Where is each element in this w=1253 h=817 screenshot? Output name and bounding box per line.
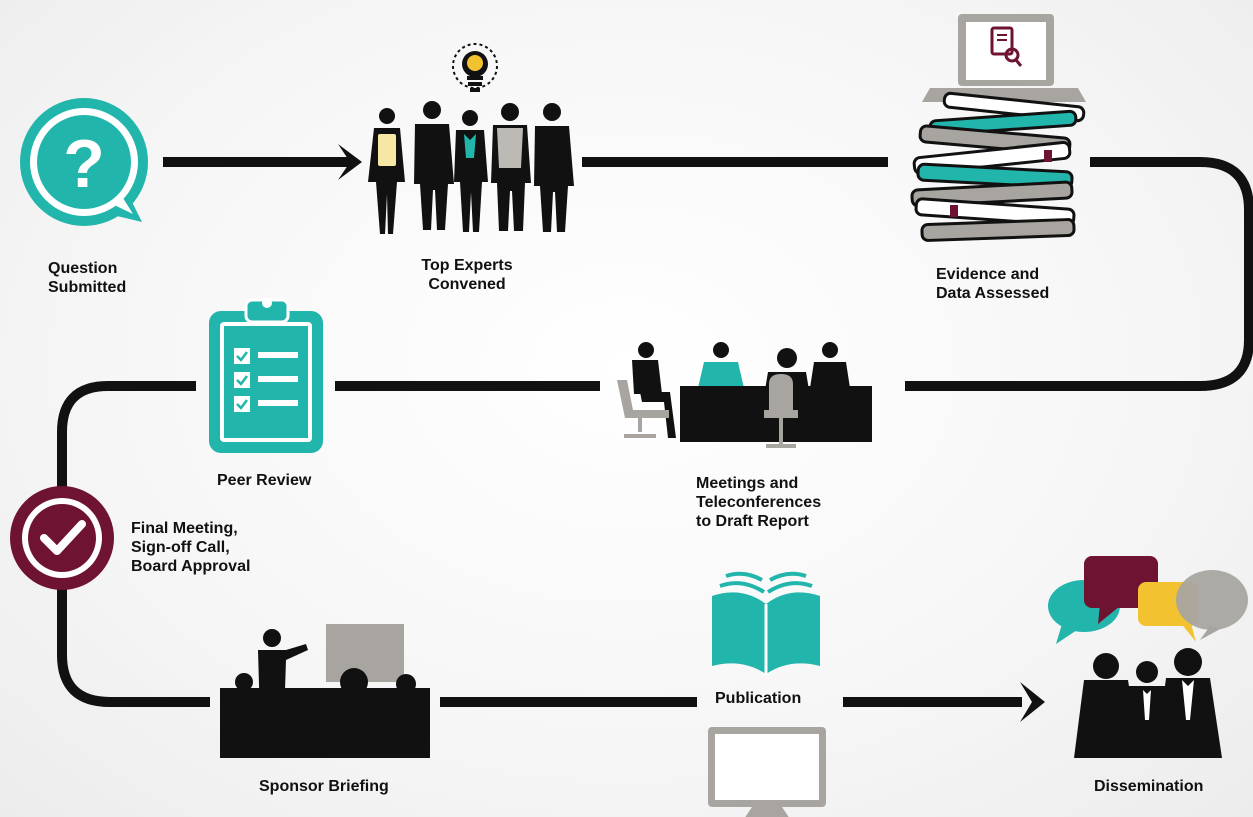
connector-final-to-sponsor: [57, 583, 210, 707]
connector-evidence-loop: [905, 157, 1253, 391]
arrowhead-experts: [338, 144, 362, 180]
audience-silhouettes-icon: [1074, 648, 1222, 758]
clipboard-checklist-icon: [209, 298, 323, 453]
speech-bubbles-icon: [1048, 556, 1248, 644]
dissemination-label: Dissemination: [1094, 778, 1204, 795]
svg-text:?: ?: [63, 126, 105, 202]
question-submitted-label: Question Submitted: [48, 260, 127, 296]
final-meeting-label: Final Meeting, Sign-off Call, Board Appr…: [131, 520, 251, 575]
open-book-icon: [712, 571, 820, 676]
evidence-label: Evidence and Data Assessed: [936, 266, 1050, 302]
publication-label: Publication: [715, 690, 802, 707]
book-stack-icon: [910, 91, 1086, 242]
connector-review-to-final: [57, 381, 196, 492]
presentation-icon: [220, 624, 430, 758]
meetings-label: Meetings and Teleconferences to Draft Re…: [696, 475, 822, 530]
meeting-table-icon: [617, 342, 872, 448]
question-bubble-icon: ?: [20, 98, 148, 226]
monitor-icon: [708, 727, 826, 817]
experts-silhouettes-icon: [368, 101, 574, 234]
peer-review-label: Peer Review: [217, 472, 312, 489]
sponsor-briefing-label: Sponsor Briefing: [259, 778, 389, 795]
lightbulb-icon: [452, 43, 498, 92]
check-circle-icon: [10, 486, 114, 590]
document-search-icon: [922, 14, 1086, 102]
top-experts-label: Top Experts Convened: [421, 257, 513, 293]
arrowhead-dissemination: [1020, 682, 1045, 722]
flow-lines: [57, 157, 1253, 707]
